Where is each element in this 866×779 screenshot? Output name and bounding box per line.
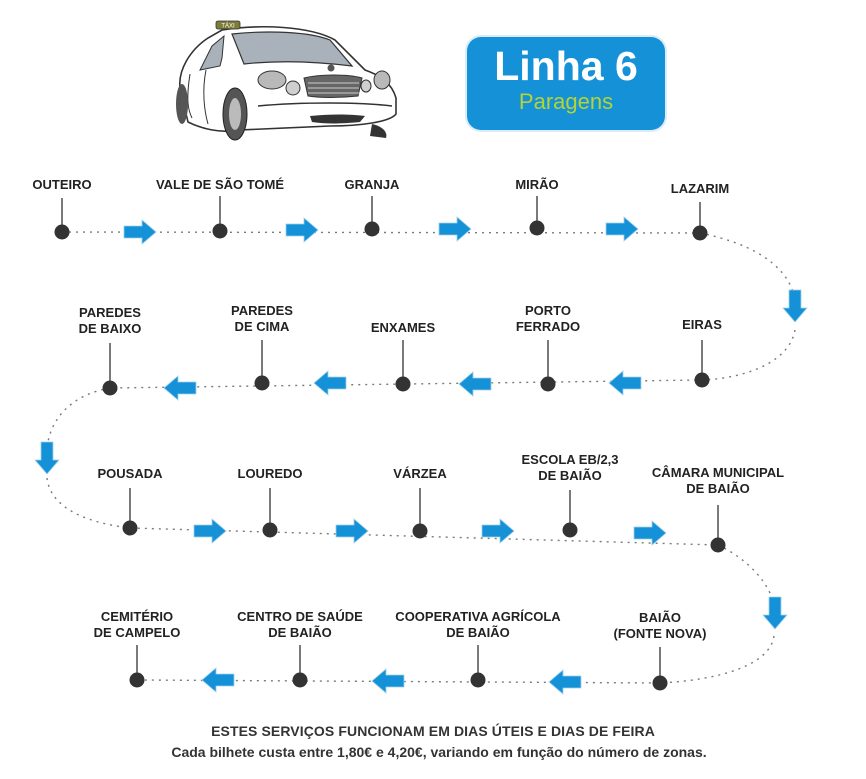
stop-dot — [652, 675, 668, 691]
stop-dot — [694, 372, 710, 388]
stop-label: ESCOLA EB/2,3 DE BAIÃO — [521, 452, 619, 483]
arrow-left-icon — [371, 668, 405, 694]
arrow-right-icon — [438, 216, 472, 242]
arrow-left-icon — [548, 669, 582, 695]
route-segment — [717, 544, 775, 606]
stop-dot — [710, 537, 726, 553]
stop-dot — [122, 520, 138, 536]
stop-label: ENXAMES — [370, 320, 436, 335]
arrow-right-icon — [193, 518, 227, 544]
stop-dot — [364, 221, 380, 237]
stop-dot — [129, 672, 145, 688]
service-days-notice: ESTES SERVIÇOS FUNCIONAM EM DIAS ÚTEIS E… — [211, 723, 655, 739]
stop-dot — [212, 223, 228, 239]
arrow-left-icon — [313, 370, 347, 396]
route-segment — [46, 477, 719, 546]
stop-label: BAIÃO (FONTE NOVA) — [613, 610, 707, 641]
stop-dot — [292, 672, 308, 688]
route-segment — [699, 232, 796, 301]
arrow-down-icon — [762, 596, 788, 630]
stop-label: PAREDES DE CIMA — [231, 303, 293, 334]
route-stops — [54, 196, 726, 691]
taxi-sign-text: TÁXI — [221, 23, 235, 30]
stop-label: LAZARIM — [670, 181, 730, 196]
stop-dot — [470, 672, 486, 688]
stop-label: PORTO FERRADO — [515, 303, 581, 334]
stop-label: CEMITÉRIO DE CAMPELO — [93, 609, 181, 640]
stop-dot — [395, 376, 411, 392]
arrow-left-icon — [201, 667, 235, 693]
arrow-right-icon — [123, 219, 157, 245]
stop-label: OUTEIRO — [32, 177, 92, 192]
stop-label: MIRÃO — [515, 177, 559, 192]
line-title: Linha 6 — [494, 43, 638, 89]
arrow-left-icon — [163, 375, 197, 401]
stop-dot — [254, 375, 270, 391]
stop-dot — [54, 224, 70, 240]
ticket-price-notice: Cada bilhete custa entre 1,80€ e 4,20€, … — [171, 744, 707, 760]
taxi-illustration: TÁXI — [176, 20, 397, 141]
stop-label: GRANJA — [344, 177, 400, 192]
arrow-right-icon — [335, 518, 369, 544]
stop-label: PAREDES DE BAIXO — [78, 305, 142, 336]
direction-arrows — [34, 216, 808, 695]
route-segment — [46, 387, 111, 449]
stop-label: LOUREDO — [237, 466, 303, 481]
arrow-left-icon — [458, 371, 492, 397]
arrow-right-icon — [605, 216, 639, 242]
arrow-right-icon — [633, 520, 667, 546]
stop-label: CÂMARA MUNICIPAL DE BAIÃO — [651, 465, 785, 496]
arrow-right-icon — [481, 518, 515, 544]
stop-label: CENTRO DE SAÚDE DE BAIÃO — [237, 609, 363, 640]
taxi-car-icon: TÁXI — [176, 20, 397, 141]
stop-label: EIRAS — [682, 317, 722, 332]
route-segment — [109, 329, 796, 389]
route-segment — [61, 231, 701, 234]
stop-label: VALE DE SÃO TOMÉ — [155, 177, 285, 192]
line-title-box: Linha 6 Paragens — [467, 37, 665, 130]
arrow-right-icon — [285, 217, 319, 243]
stop-dot — [412, 523, 428, 539]
line-subtitle: Paragens — [518, 89, 614, 114]
stop-label: COOPERATIVA AGRÍCOLA DE BAIÃO — [395, 609, 561, 640]
stop-label: VÁRZEA — [393, 466, 447, 481]
stop-dot — [540, 376, 556, 392]
stop-dot — [529, 220, 545, 236]
route-segment — [136, 635, 775, 684]
stop-dot — [562, 522, 578, 538]
stop-dot — [102, 380, 118, 396]
stop-dot — [692, 225, 708, 241]
arrow-left-icon — [608, 370, 642, 396]
arrow-down-icon — [34, 441, 60, 475]
stop-dot — [262, 522, 278, 538]
stop-label: POUSADA — [97, 466, 163, 481]
arrow-down-icon — [782, 289, 808, 323]
